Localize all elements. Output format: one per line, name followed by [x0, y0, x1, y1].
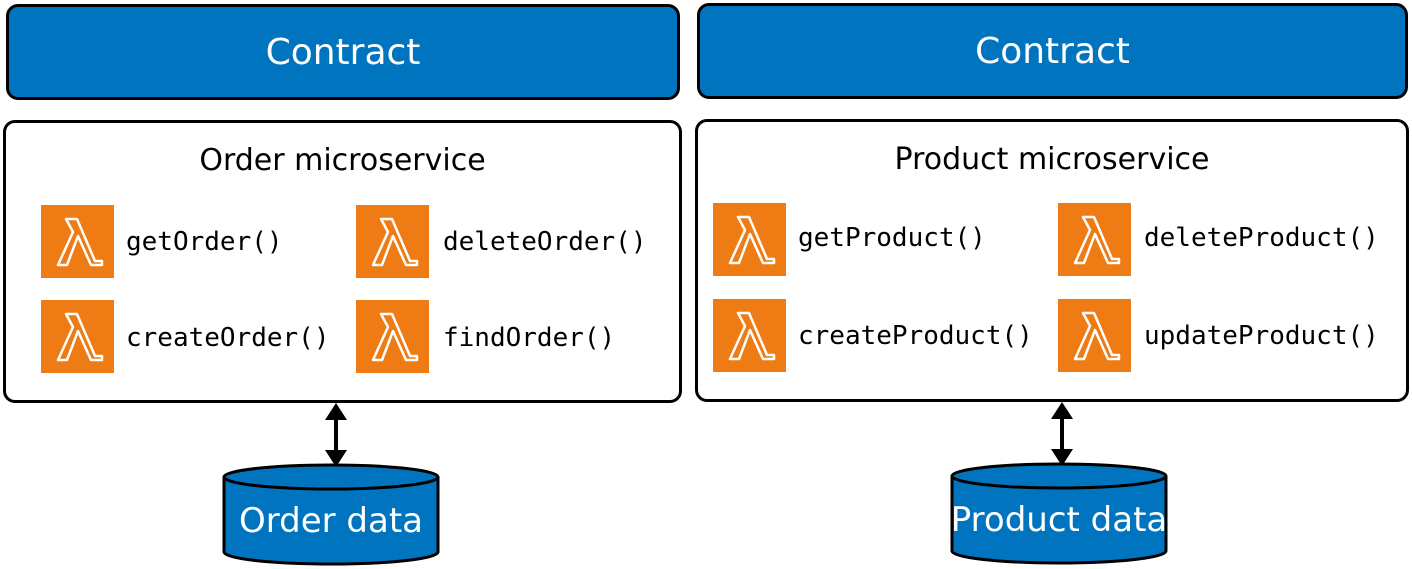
function-label: getOrder() — [126, 227, 283, 257]
product-microservice-box: Product microservice getProduct() delete… — [695, 119, 1409, 402]
lambda-icon — [1058, 203, 1131, 276]
lambda-icon — [356, 205, 429, 278]
contract-right-label: Contract — [975, 30, 1130, 72]
order-microservice-title: Order microservice — [199, 143, 486, 178]
order-data-store: Order data — [221, 463, 441, 567]
product-data-label: Product data — [950, 500, 1168, 540]
database-cylinder-icon — [222, 463, 440, 566]
lambda-icon — [41, 205, 114, 278]
product-data-store: Product data — [949, 462, 1169, 566]
lambda-icon — [356, 300, 429, 373]
order-data-label: Order data — [238, 501, 423, 541]
contract-left: Contract — [6, 4, 680, 100]
function-label: createOrder() — [126, 323, 330, 353]
lambda-icon — [713, 299, 786, 372]
double-arrow-icon — [325, 403, 347, 467]
double-arrow-icon — [1051, 402, 1073, 466]
contract-right: Contract — [697, 3, 1408, 99]
function-label: getProduct() — [798, 223, 986, 253]
function-label: createProduct() — [798, 321, 1033, 351]
function-label: findOrder() — [443, 323, 616, 353]
order-microservice-box: Order microservice getOrder() deleteOrde… — [3, 120, 682, 403]
contract-left-label: Contract — [265, 31, 421, 73]
lambda-icon — [41, 300, 114, 373]
lambda-icon — [713, 203, 786, 276]
product-microservice-title: Product microservice — [894, 142, 1210, 177]
database-cylinder-icon — [950, 462, 1168, 565]
function-label: updateProduct() — [1144, 321, 1379, 351]
function-label: deleteProduct() — [1144, 223, 1379, 253]
function-label: deleteOrder() — [443, 227, 647, 257]
lambda-icon — [1058, 299, 1131, 372]
